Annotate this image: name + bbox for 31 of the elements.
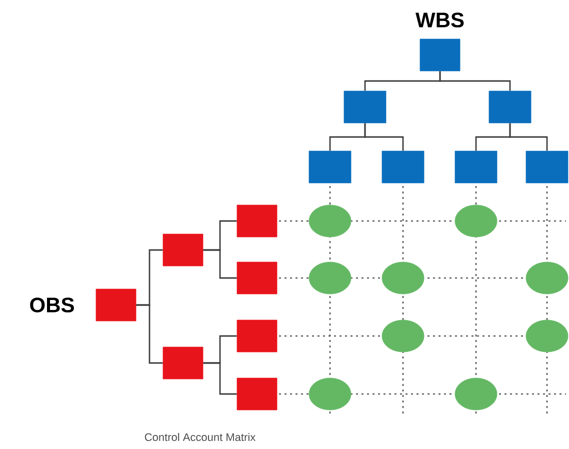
connector-line xyxy=(439,71,511,91)
box xyxy=(236,262,278,294)
box xyxy=(236,320,278,352)
box xyxy=(236,204,278,238)
box xyxy=(420,38,460,72)
box xyxy=(162,234,204,266)
box xyxy=(162,346,204,380)
ellipse xyxy=(382,320,424,352)
ellipse xyxy=(308,204,352,238)
ellipse xyxy=(454,204,498,238)
box xyxy=(344,90,386,124)
ellipse xyxy=(308,378,352,410)
connector-line xyxy=(364,123,404,151)
connector-line xyxy=(136,304,163,364)
connector-line xyxy=(203,249,237,279)
box xyxy=(488,90,532,124)
ellipse xyxy=(526,262,568,294)
ellipse xyxy=(308,262,352,294)
box xyxy=(454,150,498,184)
box xyxy=(382,150,424,184)
connector-line xyxy=(203,362,237,395)
connector-line xyxy=(509,123,548,151)
ellipse xyxy=(382,262,424,294)
ellipse xyxy=(454,378,498,410)
box xyxy=(96,288,136,322)
heading: OBS xyxy=(30,298,74,312)
caption: Control Account Matrix xyxy=(144,432,256,442)
ellipse xyxy=(526,320,568,352)
box xyxy=(308,150,352,184)
box xyxy=(236,378,278,410)
box xyxy=(526,150,568,184)
